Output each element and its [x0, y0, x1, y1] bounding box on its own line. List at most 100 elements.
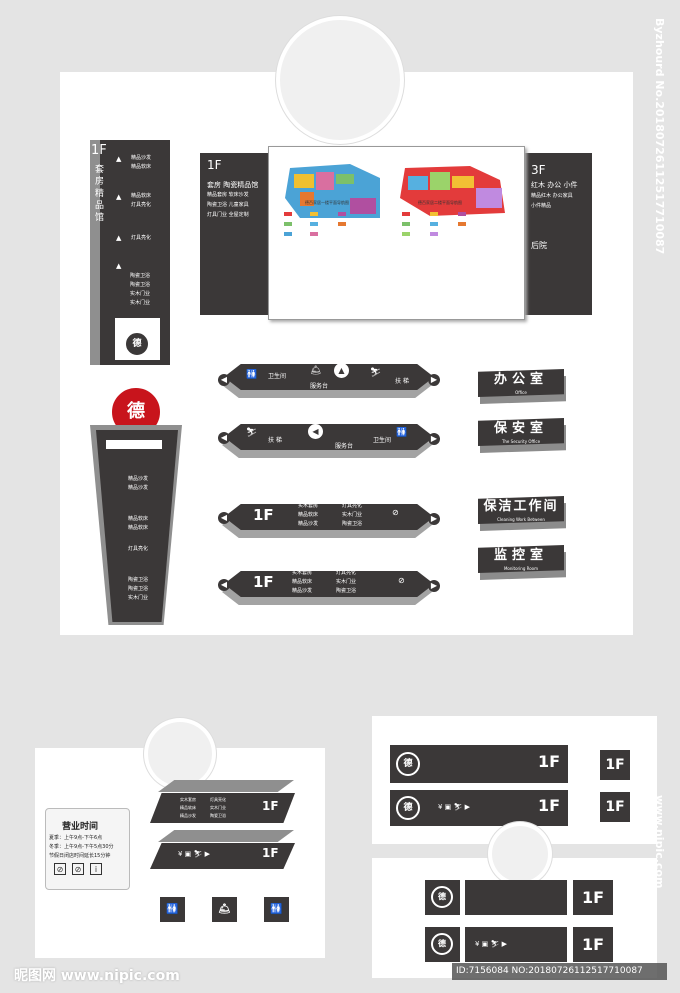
service-icons: ¥ ▣ ⛷ ▶ [475, 940, 508, 948]
right-floor-label: 1F [538, 796, 561, 815]
room-plate-security: 保安室 The Security Office [478, 418, 564, 446]
room-plate-cleaning: 保洁工作间 Cleaning Work Between [478, 496, 564, 524]
room-plate-cn: 保安室 [493, 421, 548, 436]
arrow-left-circle-icon: ◀ [308, 424, 323, 439]
hours-winter: 冬季：上午9点-下午5点30分 [49, 844, 114, 850]
room-plate-cn: 监控室 [493, 548, 548, 563]
directory-right-extra: 后院 [531, 241, 547, 250]
watermark-side-bottom: www.nipic.com [653, 795, 666, 889]
right-service-sign [465, 927, 567, 962]
brand-logo-icon: 德 [124, 331, 150, 357]
floor-map-graphic [285, 164, 505, 218]
brand-logo-icon: 德 [396, 796, 420, 820]
left-sign-grey [90, 140, 100, 365]
brand-logo-icon: 德 [431, 886, 453, 908]
arrow-right-icon: ▶ [428, 513, 440, 525]
floor-sign-label: 1F [253, 506, 274, 524]
badge-decoration [492, 826, 548, 882]
panel-service-sign [150, 843, 295, 869]
pylon-item: 实木门业 [128, 595, 149, 601]
floor-sign-item: 实木门业 [336, 579, 357, 585]
left-sign-item: 陶瓷卫浴 [130, 282, 151, 288]
watermark-bottom-left: 昵图网 www.nipic.com [14, 968, 180, 984]
floor-sign [224, 504, 434, 530]
floor-tile: 1F [600, 792, 630, 822]
logo-tile: 德 [425, 927, 460, 962]
badge-decoration [280, 20, 400, 140]
brand-logo-icon: 德 [431, 933, 453, 955]
left-sign-item: 灯具亮化 [131, 202, 152, 208]
floor-sign-label: 1F [253, 573, 274, 591]
arrow-up-icon: ▲ [116, 155, 122, 163]
room-plate-en: Cleaning Work Between [497, 517, 545, 522]
directory-right-floor: 3F [531, 163, 546, 177]
nav-escalator-label: 扶 梯 [268, 437, 282, 444]
nav-escalator-label: 扶 梯 [395, 378, 409, 385]
panel-floor-label: 1F [262, 846, 279, 860]
floor-sign [224, 571, 434, 597]
room-plate-en: Office [515, 390, 527, 395]
badge-decoration [148, 722, 212, 786]
map-legend [284, 212, 466, 236]
pylon-item: 灯具亮化 [128, 546, 149, 552]
logo-tile: 德 [425, 880, 460, 915]
floor-tile: 1F [573, 880, 613, 915]
info-icon: i [90, 863, 102, 875]
directory-right-line: 红木 办公 小件 [531, 181, 578, 189]
pylon-item: 陶瓷卫浴 [128, 577, 149, 583]
right-floor-label: 1F [538, 752, 561, 771]
directory-right-line: 小件精品 [531, 203, 552, 209]
directory-left-line: 灯具门业 全屋定制 [207, 212, 249, 218]
panel-item: 陶瓷卫浴 [210, 813, 226, 818]
panel-item: 实木套房 [180, 797, 196, 802]
floor-sign-item: 实木套房 [292, 570, 313, 576]
arrow-up-icon: ▲ [116, 234, 122, 242]
directory-left-line: 精品套房 软床沙发 [207, 192, 249, 198]
toilet-icon: 🚻 [246, 370, 258, 380]
nav-service-label: 服务台 [335, 443, 354, 450]
arrow-right-icon: ▶ [428, 433, 440, 445]
no-smoking-icon: ⊘ [54, 863, 66, 875]
left-sign-item: 实木门业 [130, 300, 151, 306]
watermark-bottom-right [452, 963, 667, 980]
floor-sign-item: 实木门业 [342, 512, 363, 518]
brand-logo-icon: 德 [396, 752, 420, 776]
panel-item: 灯具亮化 [210, 797, 226, 802]
hours-title: 营业时间 [62, 822, 99, 832]
toilet-icon: 🚻 [396, 428, 408, 438]
floor-sign-item: 精品软床 [298, 512, 319, 518]
left-sign-item: 陶瓷卫浴 [130, 273, 151, 279]
hours-card [45, 808, 130, 890]
nav-sign [224, 364, 434, 390]
service-plate: 🛎 [212, 897, 237, 922]
arrow-left-icon: ◀ [218, 579, 230, 591]
arrow-up-icon: ▲ [116, 262, 122, 270]
room-plate-office: 办公室 Office [478, 369, 564, 397]
directory-right-line: 精品红木 办公家具 [531, 193, 573, 199]
watermark-id: ID:7156084 NO:20180726112517710087 [456, 966, 643, 976]
watermark-side-top: Byzhourd No.20180726112517710087 [653, 18, 666, 255]
floor-sign-item: 精品软床 [292, 579, 313, 585]
toilet-plate: 🚻 [264, 897, 289, 922]
arrow-up-icon: ▲ [116, 193, 122, 201]
left-sign-item: 精品软床 [131, 193, 152, 199]
room-plate-en: The Security Office [501, 439, 541, 444]
no-smoking-icon: ⊘ [398, 576, 405, 585]
floor-sign-item: 灯具亮化 [342, 503, 363, 509]
nav-sign [224, 424, 434, 450]
arrow-up-circle-icon: ▲ [334, 363, 349, 378]
arrow-left-icon: ◀ [218, 512, 230, 524]
map-caption: 德百家居一楼平面导航图 [305, 200, 349, 205]
panel-floor-label: 1F [262, 799, 279, 813]
nav-toilet-label: 卫生间 [268, 373, 287, 380]
floor-tile: 1F [573, 927, 613, 962]
arrow-right-icon: ▶ [428, 374, 440, 386]
room-plate-cn: 办公室 [493, 372, 548, 387]
directory-right-panel [522, 153, 592, 315]
escalator-icon: ⛷ [370, 368, 382, 378]
floor-sign-item: 精品沙发 [292, 588, 313, 594]
panel-item: 精品沙发 [180, 813, 196, 818]
room-plate-cn: 保洁工作间 [483, 499, 559, 514]
directory-left-floor: 1F [207, 158, 222, 172]
